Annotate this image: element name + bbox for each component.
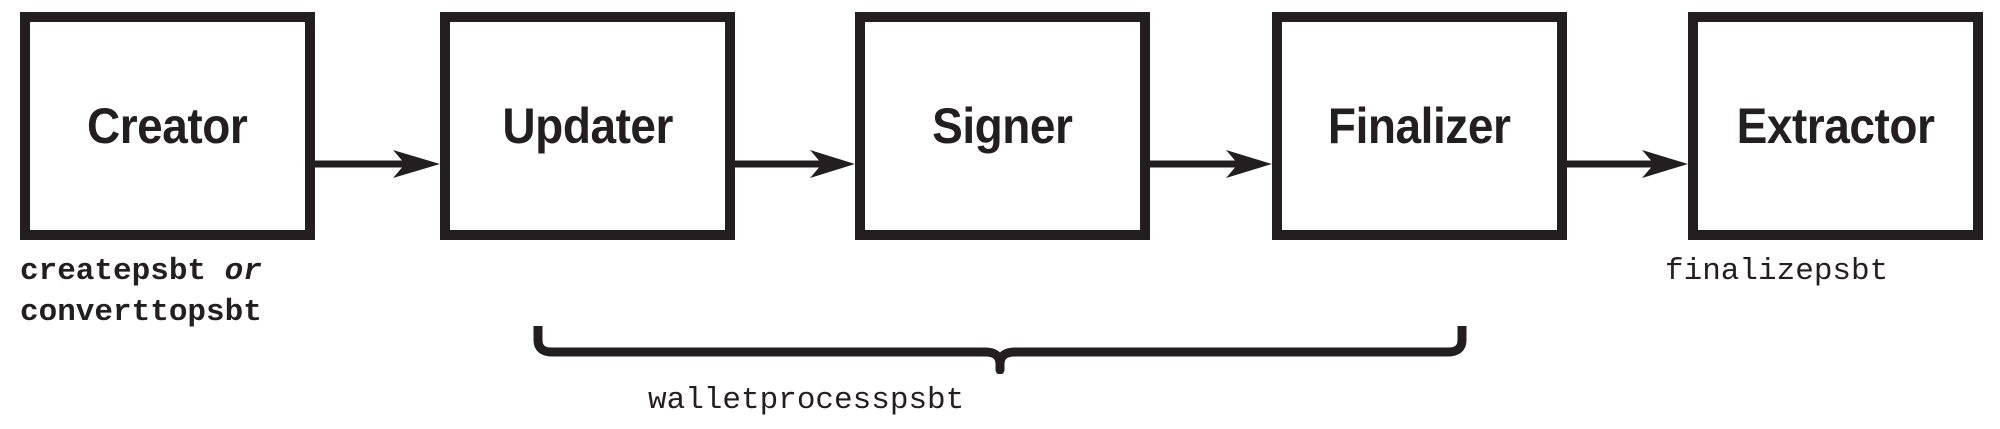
stage-box-signer: Signer	[855, 12, 1150, 240]
stage-box-finalizer: Finalizer	[1272, 12, 1567, 240]
arrow-icon-creator-to-updater	[315, 150, 440, 178]
caption-creator-command-converttopsbt: converttopsbt	[20, 294, 262, 330]
stage-box-creator: Creator	[20, 12, 315, 240]
stage-label-extractor: Extractor	[1736, 98, 1935, 154]
arrow-icon-signer-to-finalizer	[1150, 150, 1272, 178]
stage-label-signer: Signer	[932, 98, 1073, 154]
caption-walletprocesspsbt: walletprocesspsbt	[648, 383, 965, 418]
stage-label-updater: Updater	[502, 98, 673, 154]
stage-label-creator: Creator	[87, 98, 248, 154]
caption-creator: createpsbt or converttopsbt	[20, 252, 262, 334]
caption-creator-line1: createpsbt or	[20, 252, 262, 293]
arrow-icon-updater-to-signer	[735, 150, 855, 178]
caption-creator-conjunction: or	[224, 254, 262, 289]
stage-box-extractor: Extractor	[1688, 12, 1983, 240]
stage-box-updater: Updater	[440, 12, 735, 240]
stage-label-finalizer: Finalizer	[1328, 98, 1511, 154]
arrow-icon-finalizer-to-extractor	[1567, 150, 1688, 178]
brace-walletprocesspsbt	[530, 322, 1470, 374]
caption-creator-command-createpsbt: createpsbt	[20, 254, 207, 289]
caption-finalizepsbt: finalizepsbt	[1665, 254, 1889, 289]
